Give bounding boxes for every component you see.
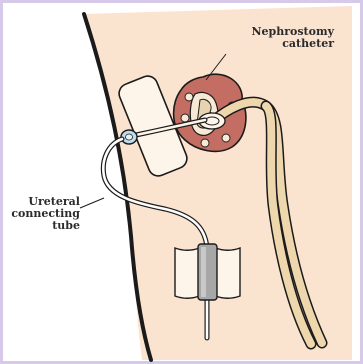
securement-pad: [175, 244, 240, 300]
nephrostomy-label-line2: catheter: [220, 38, 334, 50]
ureteral-tube-label: Ureteral connecting tube: [4, 196, 80, 232]
nephrostomy-catheter-label: Nephrostomy catheter: [220, 26, 334, 50]
ureteral-label-line3: tube: [4, 220, 80, 232]
ureteral-leader-line: [80, 198, 104, 208]
